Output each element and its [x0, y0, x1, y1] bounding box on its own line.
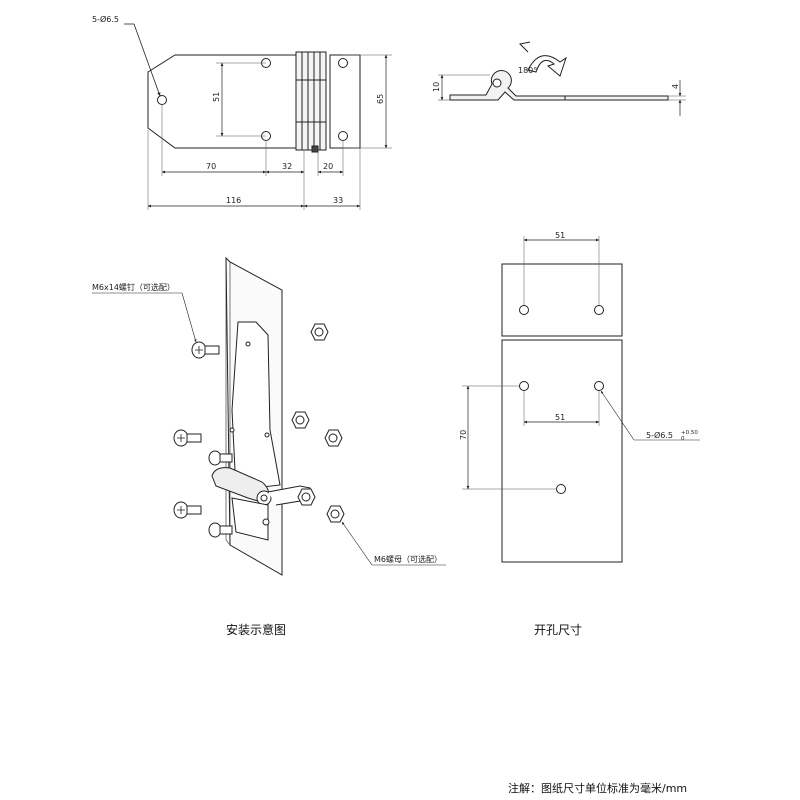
hole — [519, 381, 529, 391]
screw-label: M6x14螺钉（可选配） — [92, 282, 175, 292]
nut-icon — [297, 488, 316, 506]
side-view — [438, 41, 686, 116]
screw-icon — [191, 341, 220, 359]
nut-icon — [310, 323, 329, 341]
nut-icon — [291, 411, 310, 429]
cutout-dim-51-mid: 51 — [555, 413, 565, 422]
cutout-dim-51-top: 51 — [555, 231, 565, 240]
dim-32: 32 — [282, 162, 292, 171]
dim-51: 51 — [212, 92, 221, 102]
cutout-view — [462, 236, 700, 563]
cutout-top-panel — [501, 263, 623, 337]
cutout-tol-lower: 0 — [681, 436, 685, 442]
nut-icon — [324, 429, 343, 447]
screw-icon — [173, 501, 202, 519]
top-view — [124, 23, 392, 210]
cutout-hole-spec: 5-Ø6.5 — [646, 430, 673, 440]
dim-20: 20 — [323, 162, 333, 171]
rotation-label: 180° — [518, 66, 537, 75]
screw-icon — [173, 429, 202, 447]
hole — [594, 381, 604, 391]
hinge-leaf-right — [329, 54, 361, 149]
hole — [556, 484, 566, 494]
rotation-arrow-icon — [527, 55, 567, 77]
side-profile — [449, 70, 669, 101]
screw-icon — [208, 522, 233, 538]
install-illustration — [92, 256, 446, 576]
cutout-tol-upper: +0.50 — [681, 430, 698, 436]
dim-65: 65 — [376, 94, 385, 104]
hole — [338, 58, 348, 68]
dim-10: 10 — [432, 82, 441, 92]
hinge-knuckle — [295, 51, 327, 151]
hole — [519, 305, 529, 315]
hinge-leaf-3d — [231, 321, 281, 491]
nut-icon — [326, 505, 345, 523]
install-caption: 安装示意图 — [226, 622, 286, 637]
cutout-dim-70: 70 — [459, 430, 468, 440]
cutout-bottom-panel — [501, 339, 623, 563]
nut-label: M6螺母（可选配） — [374, 554, 442, 564]
dim-70: 70 — [206, 162, 216, 171]
units-note: 注解：图纸尺寸单位标准为毫米/mm — [508, 781, 687, 795]
hole-spec-label: 5-Ø6.5 — [92, 14, 119, 24]
dim-4: 4 — [671, 84, 680, 89]
dim-33: 33 — [333, 196, 343, 205]
dim-116: 116 — [226, 196, 241, 205]
cutout-caption: 开孔尺寸 — [534, 623, 582, 637]
screw-icon — [208, 450, 233, 466]
hole — [594, 305, 604, 315]
